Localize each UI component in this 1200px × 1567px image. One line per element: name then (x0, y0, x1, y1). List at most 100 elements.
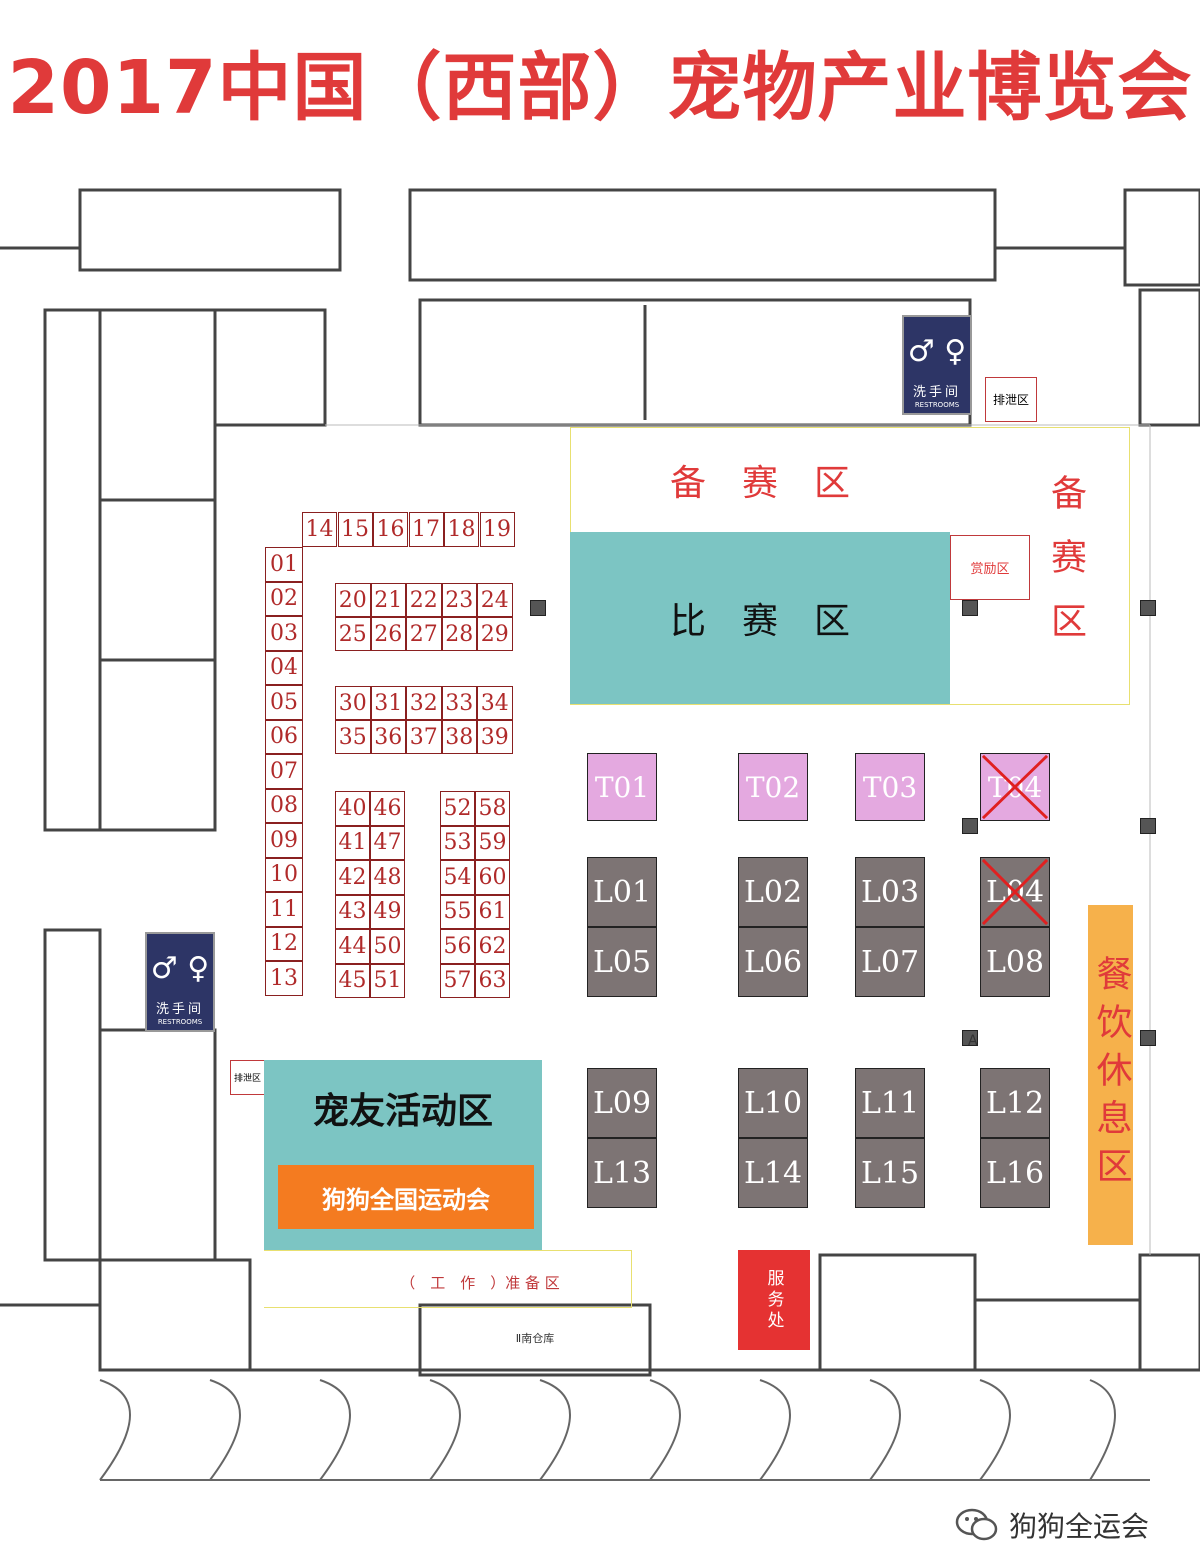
booth-28[interactable]: 28 (441, 617, 477, 651)
booth-52[interactable]: 52 (440, 791, 475, 826)
booth-44[interactable]: 44 (335, 929, 370, 964)
booth-L05[interactable]: L05 (587, 927, 657, 997)
booth-32[interactable]: 32 (406, 686, 442, 720)
booth-24[interactable]: 24 (477, 583, 513, 617)
restroom-icon: ♂ ♀ (150, 950, 210, 986)
booth-03[interactable]: 03 (265, 616, 303, 651)
booth-35[interactable]: 35 (335, 720, 371, 754)
booth-40[interactable]: 40 (335, 791, 370, 826)
booth-13[interactable]: 13 (265, 961, 303, 996)
booth-label: L07 (860, 944, 920, 980)
booth-25[interactable]: 25 (335, 617, 371, 651)
booth-36[interactable]: 36 (370, 720, 406, 754)
booth-L06[interactable]: L06 (738, 927, 808, 997)
booth-08[interactable]: 08 (265, 788, 303, 823)
booth-15[interactable]: 15 (337, 512, 373, 547)
wall-block (408, 188, 997, 282)
booth-L16[interactable]: L16 (980, 1138, 1050, 1208)
booth-63[interactable]: 63 (475, 963, 510, 998)
booth-51[interactable]: 51 (370, 963, 405, 998)
booth-57[interactable]: 57 (440, 963, 475, 998)
booth-62[interactable]: 62 (475, 929, 510, 964)
booth-T01[interactable]: T01 (587, 753, 657, 821)
booth-26[interactable]: 26 (370, 617, 406, 651)
booth-55[interactable]: 55 (440, 894, 475, 929)
booth-41[interactable]: 41 (335, 825, 370, 860)
booth-53[interactable]: 53 (440, 825, 475, 860)
booth-L10[interactable]: L10 (738, 1068, 808, 1138)
restroom-label-cn: 洗手间 (155, 1002, 204, 1017)
drain-zone-left: 排泄区 (230, 1060, 265, 1095)
booth-23[interactable]: 23 (441, 583, 477, 617)
booth-21[interactable]: 21 (370, 583, 406, 617)
booth-L15[interactable]: L15 (855, 1138, 925, 1208)
booth-10[interactable]: 10 (265, 857, 303, 892)
booth-30[interactable]: 30 (335, 686, 371, 720)
booth-L12[interactable]: L12 (980, 1068, 1050, 1138)
booth-17[interactable]: 17 (408, 512, 444, 547)
booth-58[interactable]: 58 (475, 791, 510, 826)
booth-L09[interactable]: L09 (587, 1068, 657, 1138)
booth-50[interactable]: 50 (370, 929, 405, 964)
booth-L14[interactable]: L14 (738, 1138, 808, 1208)
booth-T02[interactable]: T02 (738, 753, 808, 821)
booth-07[interactable]: 07 (265, 754, 303, 789)
booth-T03[interactable]: T03 (855, 753, 925, 821)
booth-49[interactable]: 49 (370, 894, 405, 929)
booth-43[interactable]: 43 (335, 894, 370, 929)
warehouse-label: Ⅱ南仓库 (515, 1332, 555, 1345)
booth-37[interactable]: 37 (406, 720, 442, 754)
booth-11[interactable]: 11 (265, 892, 303, 927)
booth-60[interactable]: 60 (475, 860, 510, 895)
wechat-icon (955, 1508, 998, 1541)
booth-05[interactable]: 05 (265, 685, 303, 720)
booth-L02[interactable]: L02 (738, 857, 808, 927)
restroom-label-en: RESTROOMS (157, 1018, 203, 1026)
booth-L13[interactable]: L13 (587, 1138, 657, 1208)
restroom-label-en: RESTROOMS (914, 401, 960, 409)
booth-L01[interactable]: L01 (587, 857, 657, 927)
booth-01[interactable]: 01 (265, 547, 303, 582)
booth-34[interactable]: 34 (477, 686, 513, 720)
booth-29[interactable]: 29 (477, 617, 513, 651)
booth-20[interactable]: 20 (335, 583, 371, 617)
cancelled-cross-icon (981, 754, 1049, 820)
booth-31[interactable]: 31 (370, 686, 406, 720)
booth-02[interactable]: 02 (265, 581, 303, 616)
booth-L03[interactable]: L03 (855, 857, 925, 927)
booth-54[interactable]: 54 (440, 860, 475, 895)
prep-zone-top-label: 备 赛 区 (669, 463, 850, 504)
booth-59[interactable]: 59 (475, 825, 510, 860)
booth-48[interactable]: 48 (370, 860, 405, 895)
booth-12[interactable]: 12 (265, 926, 303, 961)
booth-56[interactable]: 56 (440, 929, 475, 964)
booth-09[interactable]: 09 (265, 823, 303, 858)
booth-label: T02 (745, 770, 801, 804)
booth-38[interactable]: 38 (441, 720, 477, 754)
booth-42[interactable]: 42 (335, 860, 370, 895)
booth-19[interactable]: 19 (479, 512, 515, 547)
booth-T04[interactable]: T04 (980, 753, 1050, 821)
booth-22[interactable]: 22 (406, 583, 442, 617)
booth-L11[interactable]: L11 (855, 1068, 925, 1138)
booth-06[interactable]: 06 (265, 719, 303, 754)
booth-L08[interactable]: L08 (980, 927, 1050, 997)
booth-04[interactable]: 04 (265, 650, 303, 685)
booth-47[interactable]: 47 (370, 825, 405, 860)
booth-33[interactable]: 33 (441, 686, 477, 720)
booth-46[interactable]: 46 (370, 791, 405, 826)
booth-L04[interactable]: L04 (980, 857, 1050, 927)
booth-14[interactable]: 14 (302, 512, 337, 547)
booth-61[interactable]: 61 (475, 894, 510, 929)
page-title: 2017中国（西部）宠物产业博览会 (7, 45, 1193, 131)
booth-L07[interactable]: L07 (855, 927, 925, 997)
booth-45[interactable]: 45 (335, 963, 370, 998)
booth-39[interactable]: 39 (477, 720, 513, 754)
wall-block (78, 188, 342, 272)
booth-label: L05 (592, 944, 652, 980)
booth-label: T03 (862, 770, 918, 804)
pillar (1140, 600, 1156, 616)
booth-16[interactable]: 16 (373, 512, 408, 547)
booth-18[interactable]: 18 (444, 512, 479, 547)
booth-27[interactable]: 27 (406, 617, 442, 651)
